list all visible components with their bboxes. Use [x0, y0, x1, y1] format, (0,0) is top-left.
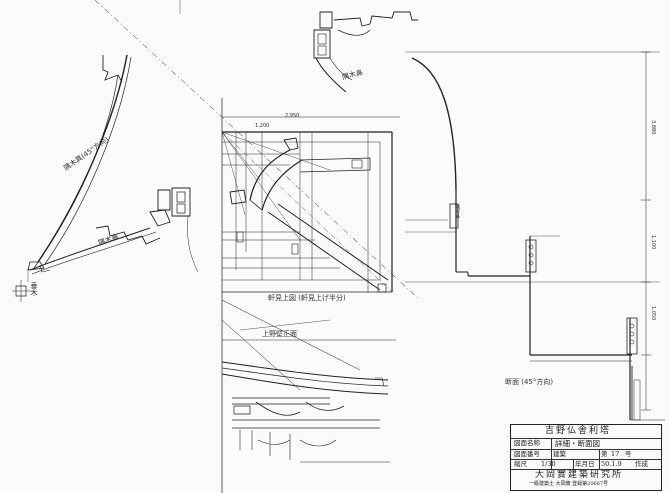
date-value: 50.1.9 — [601, 460, 622, 468]
scale-label: 縮尺 — [514, 460, 527, 468]
section-title: 断面 (45°方向) — [505, 378, 554, 386]
drawing-no-value: 建築 — [553, 450, 566, 458]
dim-section-h1: 3,880 — [650, 120, 656, 135]
left-rafter-detail — [12, 0, 421, 302]
dim-section-h3: 1,050 — [650, 306, 656, 321]
sheet-suffix: 号 — [625, 450, 632, 458]
registration: 一級建築士 大岡實 登録第20667号 — [529, 481, 609, 487]
dim-plan-width: 1,200 — [255, 123, 270, 129]
dim-top-span: 2,950 — [285, 113, 300, 119]
title-block: 吉野仏舎利塔 図面名称 詳細・断面図 図面番号 建築 第 17 号 縮尺 1/3… — [510, 424, 662, 491]
lower-elevation — [221, 361, 390, 463]
left-small-label: 垂木 — [30, 282, 38, 296]
drawing-name-label: 図面名称 — [514, 439, 540, 447]
section-view — [405, 51, 665, 421]
date-suffix: 作成 — [635, 460, 648, 468]
plan-view — [221, 98, 400, 493]
eave-rafter-label: 上野壁正面 — [262, 330, 297, 338]
project-title: 吉野仏舎利塔 — [545, 426, 612, 436]
sheet-label: 第 — [601, 450, 608, 458]
sheet-number: 17 — [611, 450, 620, 458]
scale-value: 1/30 — [541, 460, 556, 468]
date-label: 年月日 — [575, 460, 595, 468]
drawing-name: 詳細・断面図 — [555, 439, 600, 448]
dim-section-h2: 1,100 — [650, 235, 656, 250]
section-mark-label: 隅木鼻 — [454, 204, 460, 219]
office-name: 大岡實建築研究所 — [535, 470, 624, 480]
drawing-no-label: 図面番号 — [514, 450, 540, 458]
plan-view-title: 軒見上図 (軒見上げ半分) — [268, 294, 346, 302]
top-corner-detail — [313, 11, 418, 93]
